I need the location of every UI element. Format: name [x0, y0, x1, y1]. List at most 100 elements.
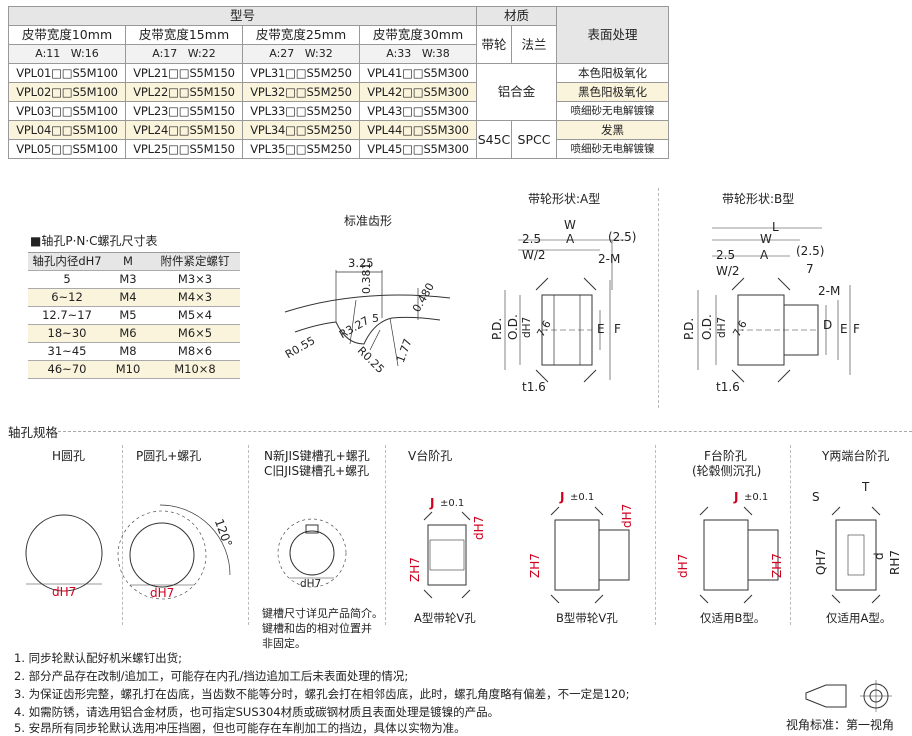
cell: 5 — [28, 270, 106, 289]
shape-a-dim: W/2 — [522, 248, 546, 262]
model-cell: VPL34□□S5M250 — [242, 120, 360, 140]
model-cell: VPL22□□S5M150 — [125, 82, 243, 102]
model-cell: VPL04□□S5M100 — [8, 120, 126, 140]
cell: M8 — [106, 342, 150, 361]
tooth-dim: 0.381 — [360, 262, 373, 295]
tooth-title: 标准齿形 — [344, 214, 393, 228]
cell: M4 — [106, 288, 150, 307]
note-5: 5. 安昂所有同步轮默认选用冲压挡圈，但也可能存在车削加工的挡边，具体以实物为准… — [14, 721, 466, 735]
shape-a-dim: F — [614, 322, 621, 336]
cell: 18~30 — [28, 324, 106, 343]
model-cell: VPL45□□S5M300 — [358, 139, 478, 159]
cell: M5 — [106, 306, 150, 325]
divider — [655, 445, 656, 625]
view-standard-label: 视角标准：第一视角 — [786, 718, 895, 732]
w-value: W:38 — [421, 47, 450, 60]
mat-flange: 法兰 — [511, 25, 558, 64]
material-spcc: SPCC — [511, 120, 558, 159]
tooth-dim: 3.25 — [348, 256, 374, 270]
width-10-label: 皮带宽度10mm — [8, 25, 126, 45]
divider — [385, 445, 386, 625]
shape-a-dim: A — [566, 232, 575, 246]
tooth-dim: R3.27 — [337, 313, 372, 342]
w-value: W:16 — [70, 47, 99, 60]
shape-b-dim: dH7 — [716, 316, 728, 338]
shape-b-dim: 7.6 — [731, 318, 750, 339]
shape-b-dim: F — [853, 322, 860, 336]
note-line: 键槽尺寸详见产品简介。 — [262, 607, 383, 620]
cell: M5×4 — [150, 306, 240, 325]
shape-b-dim: W — [760, 232, 772, 246]
note-4: 4. 如需防锈，请选用铝合金材质，也可指定SUS304材质或碳钢材质且表面处理是… — [14, 705, 500, 719]
shaft-v-title: V台阶孔 — [408, 449, 453, 463]
col-header: 附件紧定螺钉 — [150, 252, 240, 271]
shaft-f-tol: ±0.1 — [744, 492, 769, 503]
note-2: 2. 部分产品存在改制/追加工，可能存在内孔/挡边追加工后未表面处理的情况; — [14, 669, 409, 683]
shaft-y-s: S — [812, 490, 820, 504]
model-cell: VPL23□□S5M150 — [125, 101, 243, 121]
model-cell: VPL24□□S5M150 — [125, 120, 243, 140]
w-value: W:32 — [304, 47, 333, 60]
shaft-y-t: T — [862, 480, 870, 494]
shaft-vb-caption: B型带轮V孔 — [556, 611, 618, 625]
width-15-aw: A:17 W:22 — [125, 44, 243, 64]
note-line: 非固定。 — [262, 637, 306, 650]
tooth-dim: 1.77 — [394, 336, 415, 365]
shaft-f-subtitle: (轮毂侧沉孔) — [692, 464, 762, 478]
shape-b-dim: E — [840, 322, 848, 336]
material-al: 铝合金 — [476, 63, 558, 121]
cell: M10×8 — [150, 360, 240, 379]
cell: M3 — [106, 270, 150, 289]
model-cell: VPL42□□S5M300 — [358, 82, 478, 102]
cell: 46~70 — [28, 360, 106, 379]
shaft-v-z: ZH7 — [408, 557, 422, 582]
cell: M10 — [106, 360, 150, 379]
table-row: VPL03□□S5M100 VPL23□□S5M150 VPL33□□S5M25… — [8, 101, 670, 121]
shaft-h-dim: dH7 — [52, 585, 77, 599]
divider — [658, 188, 659, 408]
shaft-p-angle: 120° — [211, 517, 235, 549]
model-cell: VPL05□□S5M100 — [8, 139, 126, 159]
shaft-y-caption: 仅适用A型。 — [826, 611, 892, 625]
shaft-n-title: N新JIS键槽孔+螺孔 — [264, 449, 370, 463]
note-line: 键槽和齿的相对位置并 — [262, 622, 372, 635]
shaft-y-r: RH7 — [888, 550, 902, 575]
a-value: A:27 — [269, 47, 295, 60]
model-cell: VPL01□□S5M100 — [8, 63, 126, 83]
shaft-f-caption: 仅适用B型。 — [700, 611, 766, 625]
tooth-dim: 0.480 — [410, 280, 438, 315]
a-value: A:17 — [152, 47, 178, 60]
width-25-label: 皮带宽度25mm — [242, 25, 360, 45]
cell: 12.7~17 — [28, 306, 106, 325]
cell: M4×3 — [150, 288, 240, 307]
shaft-vb-d: dH7 — [620, 503, 634, 528]
a-value: A:33 — [386, 47, 412, 60]
shaft-f-z: ZH7 — [770, 553, 784, 578]
shaft-y-title: Y两端台阶孔 — [822, 449, 890, 463]
cell: M6 — [106, 324, 150, 343]
shaft-section-title: 轴孔规格 — [8, 425, 59, 440]
col-header: M — [106, 252, 150, 271]
cell: M6×5 — [150, 324, 240, 343]
shaft-n-dim: dH7 — [300, 578, 322, 590]
header-material: 材质 — [476, 6, 558, 26]
header-surface: 表面处理 — [556, 6, 670, 64]
header-model: 型号 — [7, 6, 478, 26]
shape-a-dim: E — [597, 322, 605, 336]
tooth-dim: 5 — [372, 312, 379, 325]
divider — [790, 445, 791, 625]
model-cell: VPL25□□S5M150 — [125, 139, 243, 159]
shaft-h-title: H圆孔 — [52, 449, 86, 463]
table-row: VPL05□□S5M100 VPL25□□S5M150 VPL35□□S5M25… — [8, 139, 670, 159]
shaft-p-title: P圆孔+螺孔 — [136, 449, 202, 463]
model-cell: VPL21□□S5M150 — [125, 63, 243, 83]
section-divider — [48, 431, 912, 432]
shaft-f-j: J — [734, 490, 739, 504]
tooth-dim: R0.25 — [354, 344, 387, 376]
shape-a-dim: P.D. — [490, 317, 504, 340]
